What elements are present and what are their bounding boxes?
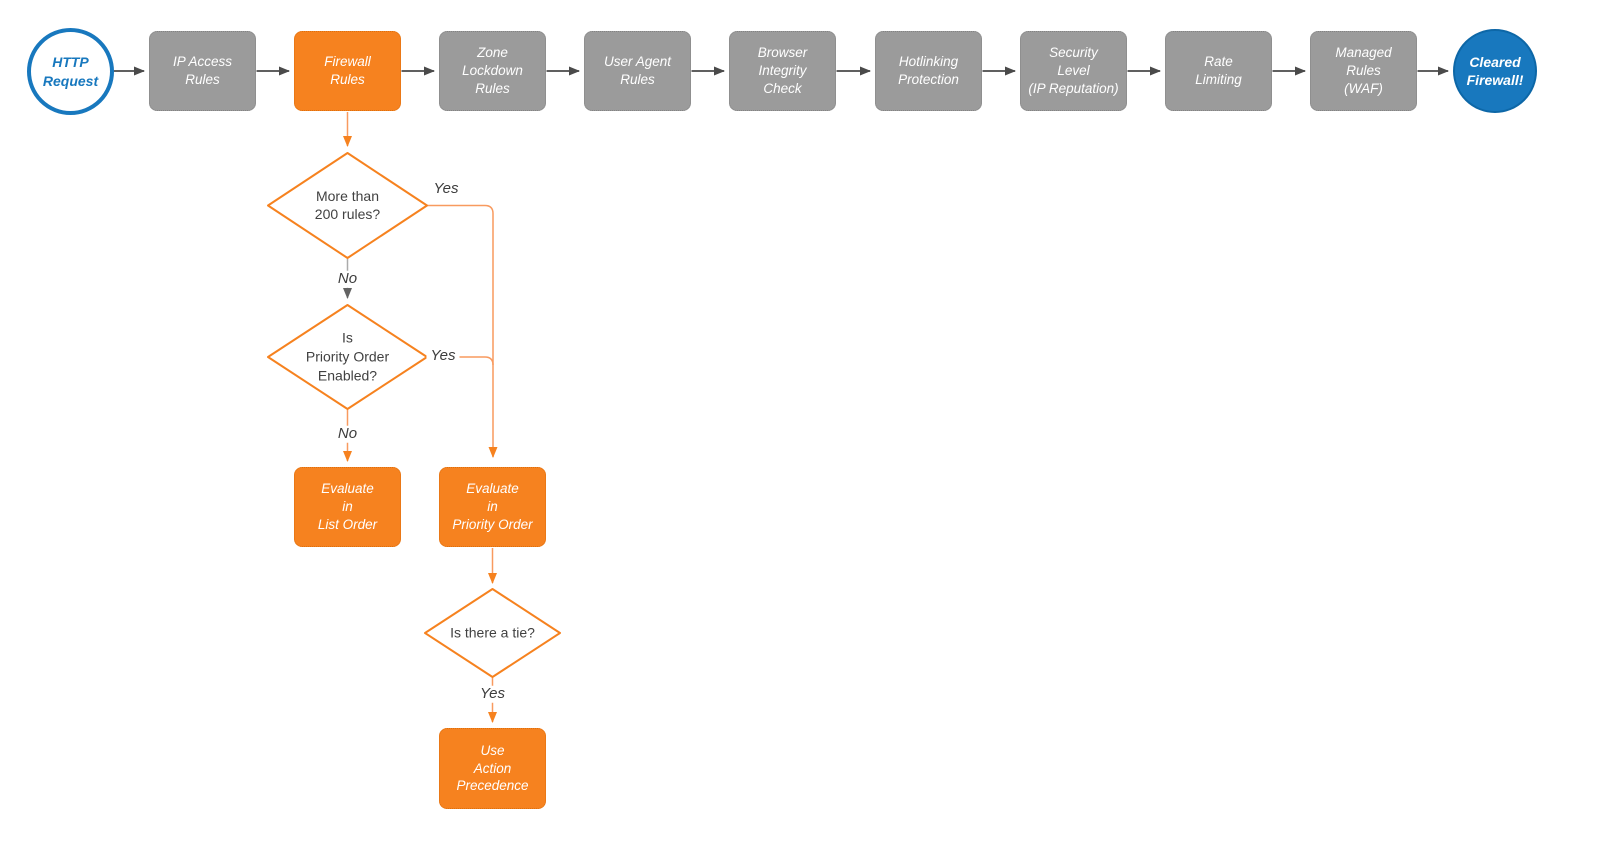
- node-zone-lockdown-rules-label: Zone Lockdown Rules: [462, 45, 523, 96]
- node-ip-access-rules: IP Access Rules: [149, 31, 256, 111]
- edge-yes-200-rules: [427, 204, 498, 458]
- action-evaluate-list-order-label: Evaluate in List Order: [317, 481, 378, 532]
- node-firewall-rules: Firewall Rules: [294, 31, 401, 111]
- action-evaluate-list-order: Evaluate in List Order: [294, 467, 401, 547]
- decision-is-there-a-tie-shape: [424, 588, 561, 678]
- action-use-action-precedence: Use Action Precedence: [439, 728, 546, 809]
- node-ip-access-rules-label: IP Access Rules: [172, 54, 233, 87]
- node-zone-lockdown-rules: Zone Lockdown Rules: [439, 31, 546, 111]
- node-rate-limiting-label: Rate Limiting: [1195, 54, 1242, 87]
- edge-label-yes-priority-order: Yes: [426, 347, 460, 365]
- node-security-level: Security Level (IP Reputation): [1020, 31, 1127, 111]
- node-security-level-label: Security Level (IP Reputation): [1028, 45, 1119, 96]
- edge-label-no-200-rules: No: [333, 270, 362, 288]
- decision-priority-order-enabled-label: Is Priority Order Enabled?: [305, 329, 390, 384]
- node-managed-rules-waf: Managed Rules (WAF): [1310, 31, 1417, 111]
- action-evaluate-priority-order-label: Evaluate in Priority Order: [452, 481, 533, 532]
- action-use-action-precedence-label: Use Action Precedence: [456, 742, 529, 794]
- node-managed-rules-waf-label: Managed Rules (WAF): [1335, 45, 1392, 96]
- node-hotlinking-protection-label: Hotlinking Protection: [898, 54, 959, 87]
- decision-more-than-200-rules-label: More than 200 rules?: [314, 187, 381, 223]
- edge-label-yes-200-rules: Yes: [429, 180, 463, 198]
- node-rate-limiting: Rate Limiting: [1165, 31, 1272, 111]
- node-http-request-label: HTTP Request: [42, 54, 99, 89]
- decision-shapes: [267, 152, 561, 678]
- edge-label-no-priority-order: No: [333, 425, 362, 443]
- edge-yes-priority-order: [427, 356, 494, 366]
- decision-more-than-200-rules-shape: [267, 152, 428, 259]
- node-hotlinking-protection: Hotlinking Protection: [875, 31, 982, 111]
- node-user-agent-rules: User Agent Rules: [584, 31, 691, 111]
- edge-label-yes-tie: Yes: [475, 685, 510, 703]
- node-browser-integrity-check-label: Browser Integrity Check: [757, 45, 808, 96]
- action-evaluate-priority-order: Evaluate in Priority Order: [439, 467, 546, 547]
- node-http-request: HTTP Request: [27, 28, 114, 115]
- node-cleared-firewall: Cleared Firewall!: [1453, 29, 1537, 113]
- decision-is-there-a-tie-label: Is there a tie?: [450, 624, 535, 641]
- node-browser-integrity-check: Browser Integrity Check: [729, 31, 836, 111]
- node-user-agent-rules-label: User Agent Rules: [603, 54, 672, 87]
- node-cleared-firewall-label: Cleared Firewall!: [1466, 53, 1524, 88]
- node-firewall-rules-label: Firewall Rules: [324, 54, 371, 87]
- decision-priority-order-enabled-shape: [267, 304, 428, 410]
